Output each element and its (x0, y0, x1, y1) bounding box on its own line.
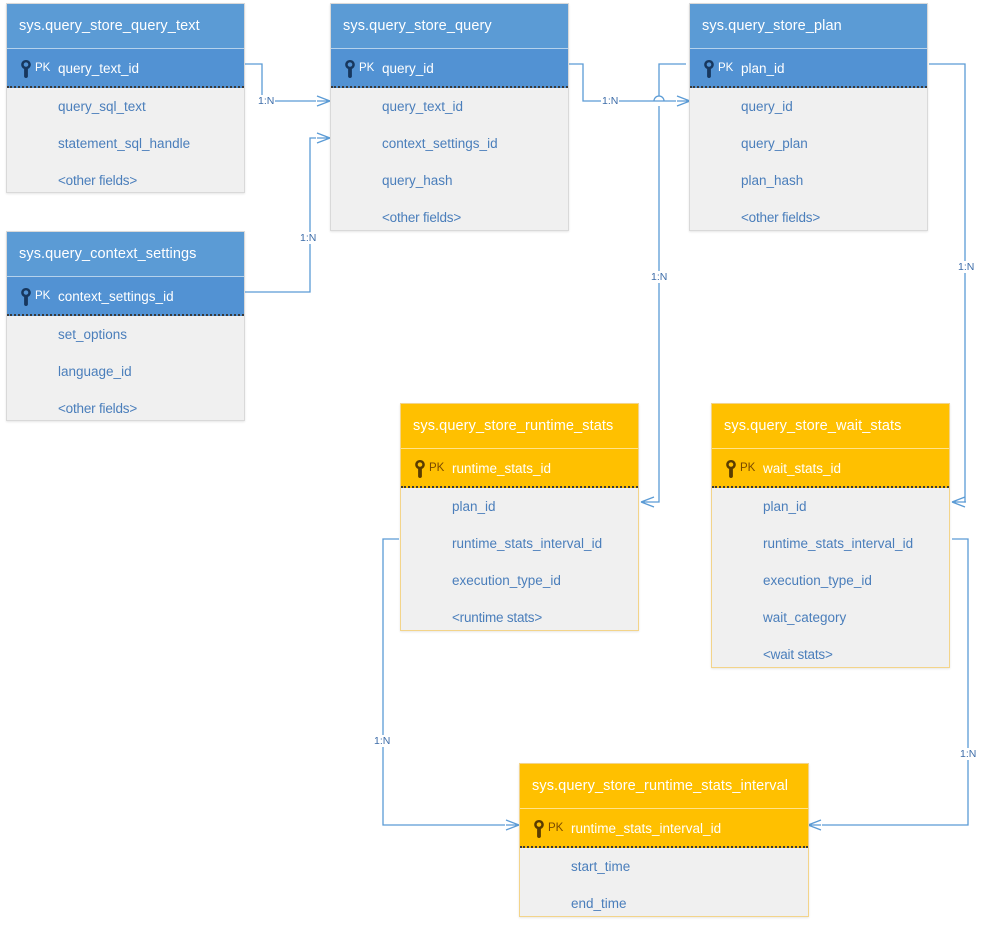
entity-query-store-runtime-stats-interval[interactable]: sys.query_store_runtime_stats_interval P… (519, 763, 809, 917)
key-icon (534, 820, 544, 838)
entity-header-query-store-runtime-stats: sys.query_store_runtime_stats (401, 404, 638, 449)
cardinality-label-plan-to-runtime-stats: 1:N (650, 271, 669, 283)
field-row: query_text_id (382, 99, 464, 114)
pk-field-name: query_id (382, 61, 434, 76)
entity-fields-query-store-plan: query_id query_plan plan_hash <other fie… (690, 88, 927, 236)
field-row: wait_category (763, 610, 847, 625)
field-row: plan_id (452, 499, 496, 514)
key-icon (704, 60, 714, 78)
field-row: set_options (58, 327, 128, 342)
field-row: runtime_stats_interval_id (763, 536, 914, 551)
field-row: <other fields> (58, 173, 138, 188)
pk-label: PK (429, 462, 445, 474)
entity-pk-row-query-store-query[interactable]: PK query_id (331, 49, 568, 88)
field-row: plan_id (763, 499, 807, 514)
relationship-context-settings-to-query (245, 132, 331, 293)
entity-query-store-wait-stats[interactable]: sys.query_store_wait_stats PK wait_stats… (711, 403, 950, 668)
entity-query-context-settings[interactable]: sys.query_context_settings PK context_se… (6, 231, 245, 421)
pk-field-name: context_settings_id (58, 289, 174, 304)
cardinality-label-query-to-plan: 1:N (601, 95, 620, 107)
field-row: execution_type_id (763, 573, 872, 588)
field-row: plan_hash (741, 173, 804, 188)
relationship-plan-to-runtime-stats (640, 63, 686, 508)
entity-header-query-store-runtime-stats-interval: sys.query_store_runtime_stats_interval (520, 764, 808, 809)
pk-label: PK (548, 822, 564, 834)
entity-pk-row-query-store-plan[interactable]: PK plan_id (690, 49, 927, 88)
key-icon (21, 60, 31, 78)
pk-label: PK (718, 62, 734, 74)
entity-pk-row-query-context-settings[interactable]: PK context_settings_id (7, 277, 244, 316)
pk-field-name: runtime_stats_interval_id (571, 821, 722, 836)
pk-field-name: query_text_id (58, 61, 140, 76)
pk-field-name: plan_id (741, 61, 785, 76)
entity-query-store-plan[interactable]: sys.query_store_plan PK plan_id query_id… (689, 3, 928, 231)
entity-header-query-store-query-text: sys.query_store_query_text (7, 4, 244, 49)
entity-fields-query-store-runtime-stats-interval: start_time end_time (520, 848, 808, 922)
entity-query-store-runtime-stats[interactable]: sys.query_store_runtime_stats PK runtime… (400, 403, 639, 631)
cardinality-label-interval-to-wait-stats: 1:N (959, 748, 978, 760)
field-row: query_plan (741, 136, 808, 151)
entity-header-query-store-query: sys.query_store_query (331, 4, 568, 49)
entity-header-query-store-plan: sys.query_store_plan (690, 4, 927, 49)
entity-fields-query-store-runtime-stats: plan_id runtime_stats_interval_id execut… (401, 488, 638, 636)
field-row: language_id (58, 364, 132, 379)
pk-label: PK (740, 462, 756, 474)
key-icon (21, 288, 31, 306)
entity-query-store-query[interactable]: sys.query_store_query PK query_id query_… (330, 3, 569, 231)
field-row: <other fields> (382, 210, 462, 225)
field-row: <wait stats> (763, 647, 833, 662)
entity-fields-query-store-query-text: query_sql_text statement_sql_handle <oth… (7, 88, 244, 199)
cardinality-label-query-text-to-query: 1:N (257, 95, 276, 107)
pk-field-name: wait_stats_id (763, 461, 842, 476)
relationship-query-to-plan (569, 63, 691, 107)
key-icon (345, 60, 355, 78)
entity-pk-row-query-store-runtime-stats[interactable]: PK runtime_stats_id (401, 449, 638, 488)
field-row: start_time (571, 859, 631, 874)
pk-label: PK (35, 290, 51, 302)
entity-header-query-store-wait-stats: sys.query_store_wait_stats (712, 404, 949, 449)
key-icon (415, 460, 425, 478)
entity-pk-row-query-store-wait-stats[interactable]: PK wait_stats_id (712, 449, 949, 488)
field-row: statement_sql_handle (58, 136, 191, 151)
pk-field-name: runtime_stats_id (452, 461, 552, 476)
field-row: query_hash (382, 173, 453, 188)
entity-query-store-query-text[interactable]: sys.query_store_query_text PK query_text… (6, 3, 245, 193)
key-icon (726, 460, 736, 478)
cardinality-label-interval-to-runtime-stats: 1:N (373, 735, 392, 747)
field-row: <runtime stats> (452, 610, 543, 625)
entity-pk-row-query-store-query-text[interactable]: PK query_text_id (7, 49, 244, 88)
cardinality-label-plan-to-wait-stats: 1:N (957, 261, 976, 273)
entity-fields-query-context-settings: set_options language_id <other fields> (7, 316, 244, 427)
field-row: query_id (741, 99, 793, 114)
entity-pk-row-query-store-runtime-stats-interval[interactable]: PK runtime_stats_interval_id (520, 809, 808, 848)
field-row: context_settings_id (382, 136, 498, 151)
entity-header-query-context-settings: sys.query_context_settings (7, 232, 244, 277)
field-row: query_sql_text (58, 99, 146, 114)
field-row: <other fields> (58, 401, 138, 416)
field-row: runtime_stats_interval_id (452, 536, 603, 551)
pk-label: PK (35, 62, 51, 74)
pk-label: PK (359, 62, 375, 74)
field-row: end_time (571, 896, 627, 911)
field-row: <other fields> (741, 210, 821, 225)
cardinality-label-context-settings-to-query: 1:N (299, 232, 318, 244)
entity-fields-query-store-wait-stats: plan_id runtime_stats_interval_id execut… (712, 488, 949, 673)
entity-fields-query-store-query: query_text_id context_settings_id query_… (331, 88, 568, 236)
field-row: execution_type_id (452, 573, 561, 588)
